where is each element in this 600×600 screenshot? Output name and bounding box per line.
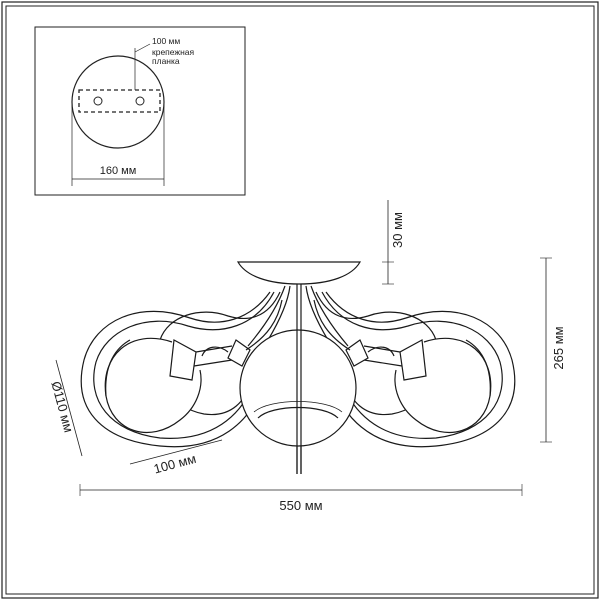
arm-loop-left-outer xyxy=(80,291,271,448)
total-height-label: 265 мм xyxy=(551,326,566,369)
dimension-annotations xyxy=(55,200,552,496)
glass-shade-rear-right xyxy=(345,339,395,367)
shade-offset-label: 100 мм xyxy=(152,451,198,477)
bracket-note-line1: крепежная xyxy=(152,47,195,57)
arm-loop-right-outer xyxy=(325,291,516,448)
shade-diameter-label: Ø110 мм xyxy=(48,380,76,434)
shade-offset-dimension-line xyxy=(129,439,223,465)
mounting-bracket xyxy=(78,89,161,113)
shade-diameter-dimension-line xyxy=(55,359,83,457)
ceiling-canopy xyxy=(236,261,362,285)
total-width-label: 550 мм xyxy=(279,498,322,513)
bracket-note-line2: планка xyxy=(152,56,180,66)
glass-shade-center xyxy=(239,329,357,474)
glass-shade-rear-left xyxy=(201,339,251,367)
glass-shade-right xyxy=(363,337,492,434)
screw-hole-right xyxy=(135,96,145,106)
bracket-length-label: 100 мм xyxy=(152,36,180,46)
mount-diameter-label: 160 мм xyxy=(100,165,137,177)
screw-hole-left xyxy=(93,96,103,106)
mounting-inset: 160 мм 100 мм крепежная планка xyxy=(34,26,246,196)
chandelier-drawing xyxy=(80,261,516,474)
glass-shade-left xyxy=(104,337,233,434)
canopy-height-label: 30 мм xyxy=(390,212,405,248)
